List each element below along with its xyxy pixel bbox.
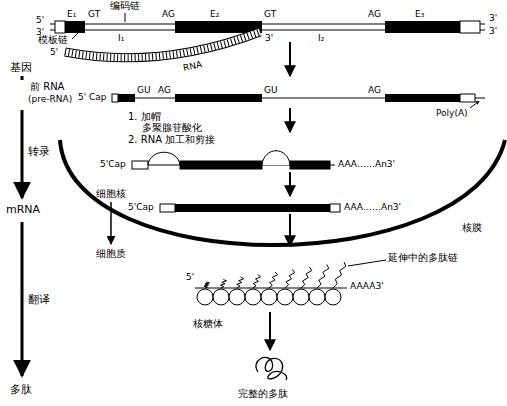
export-arrow xyxy=(110,202,112,244)
process-label: 多肽 xyxy=(10,384,32,397)
process-arrow xyxy=(21,76,24,376)
splicing-rna xyxy=(132,151,335,169)
cap-label: 5' Cap xyxy=(78,92,107,102)
leader-line xyxy=(125,13,126,22)
process-label: 翻译 xyxy=(28,294,50,307)
polya-label: Poly(A) xyxy=(436,108,468,118)
polypeptide-label: 延伸中的多肽链 xyxy=(388,252,458,264)
end-label: 3' xyxy=(489,13,497,23)
intron-label: I₁ xyxy=(118,33,124,43)
splice-site: GT xyxy=(264,9,276,19)
process-label: 转录 xyxy=(28,146,50,159)
end-label: 5' xyxy=(186,272,194,282)
step-label: 多聚腺苷酸化 xyxy=(142,122,202,134)
stage-label: 前 RNA xyxy=(30,81,64,93)
end-label: 5' xyxy=(36,15,44,25)
strand-label: 编码链 xyxy=(110,0,140,12)
splice-site: AG xyxy=(368,85,381,95)
tail-label: AAA……An3' xyxy=(344,202,401,212)
cap-label: 5'Cap xyxy=(128,202,154,212)
rna-transcript xyxy=(65,32,260,58)
step-label: 2. RNA 加工和剪接 xyxy=(128,134,215,146)
ribosome-label: 核糖体 xyxy=(193,318,223,330)
splice-site: AG xyxy=(162,9,175,19)
step-label: 1. 加帽 xyxy=(128,111,161,123)
rna-label: RNA xyxy=(182,59,203,73)
end-label: 5' xyxy=(50,47,58,57)
intron-label: I₂ xyxy=(318,33,324,43)
stage-label: (pre-RNA) xyxy=(28,94,72,104)
splice-site: GU xyxy=(137,85,151,95)
pre-rna xyxy=(112,94,485,108)
gene-dna xyxy=(50,21,485,33)
splice-site: GU xyxy=(264,85,278,95)
mrna xyxy=(160,204,340,212)
exon-label: E₁ xyxy=(67,9,76,19)
tail-label: AAA……An3' xyxy=(338,159,395,169)
splice-site: AG xyxy=(368,9,381,19)
polypeptide-label: 完整的多肽 xyxy=(238,388,288,400)
splice-site: AG xyxy=(158,85,171,95)
end-label: 3' xyxy=(265,33,273,43)
leader-line xyxy=(348,260,386,266)
exon-label: E₂ xyxy=(210,9,219,19)
polysome xyxy=(195,262,347,305)
membrane-label: 核膜 xyxy=(462,222,482,234)
complete-polypeptide xyxy=(256,357,287,380)
strand-label: 模板链 xyxy=(38,34,68,46)
process-label: 基因 xyxy=(10,62,32,75)
process-label: mRNA xyxy=(6,204,40,217)
splice-site: GT xyxy=(88,9,100,19)
exon-label: E₃ xyxy=(415,9,424,19)
compartment-label: 细胞核 xyxy=(96,188,126,200)
end-label: 3' xyxy=(489,26,497,36)
tail-label: AAAA3' xyxy=(350,281,384,291)
nuclear-membrane xyxy=(60,140,505,245)
compartment-label: 细胞质 xyxy=(96,248,126,260)
leader-line xyxy=(72,31,80,39)
cap-label: 5'Cap xyxy=(100,159,126,169)
